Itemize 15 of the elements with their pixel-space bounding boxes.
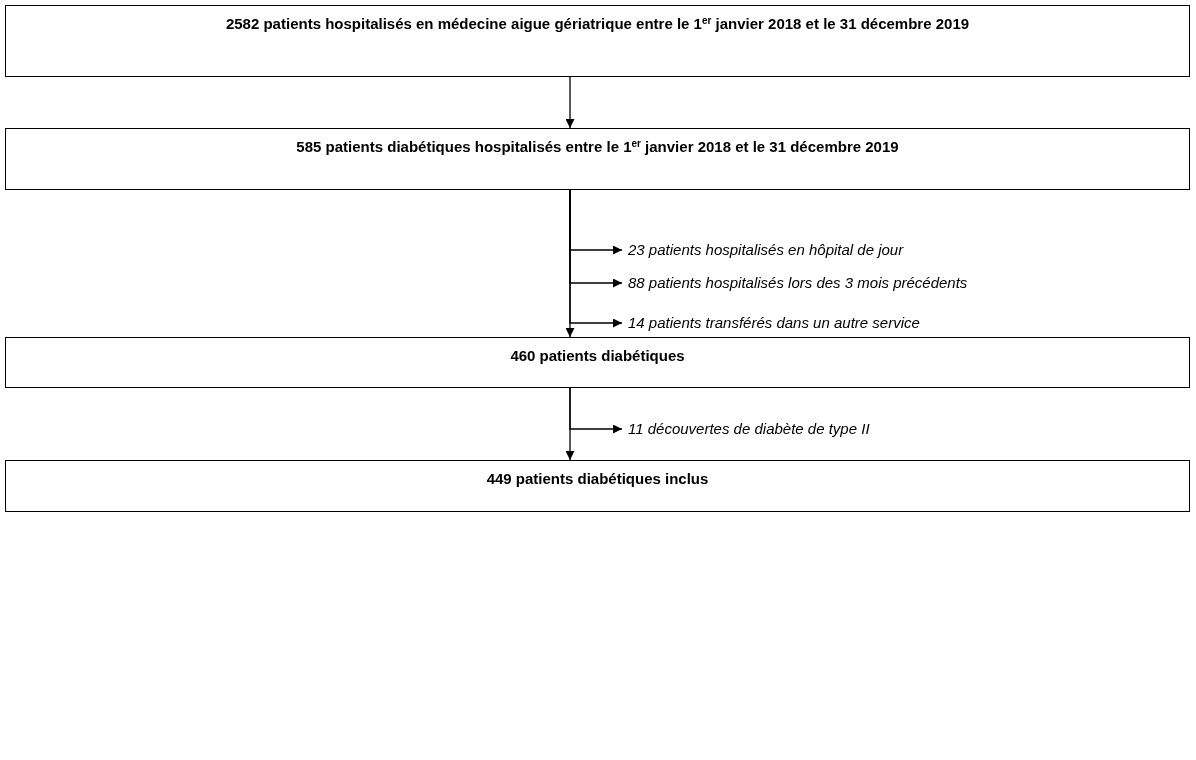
box-text: 449 patients diabétiques inclus — [486, 469, 709, 488]
exclusion-note: 14 patients transférés dans un autre service — [628, 311, 920, 335]
process-box — [5, 5, 1190, 77]
arrow — [565, 76, 575, 129]
exclusion-note: 11 découvertes de diabète de type II — [628, 417, 870, 441]
box-text: 585 patients diabétiques hospitalisés entre le 1$^{er}$ janvier 2018 et le 31 décembre 2019 — [296, 137, 899, 156]
process-box — [5, 337, 1190, 388]
box-text: 2582 patients hospitalisés en médecine aigue gériatrique entre le 1$^{er}$ janvier 2018 et le 31 décembre 2019 — [225, 14, 970, 33]
process-box — [5, 128, 1190, 190]
process-box — [5, 460, 1190, 512]
arrow — [565, 387, 575, 461]
exclusion-note: 88 patients hospitalisés lors des 3 mois précédents — [628, 271, 968, 295]
exclusion-note: 23 patients hospitalisés en hôpital de jour — [628, 238, 904, 262]
box-text: 460 patients diabétiques — [510, 346, 685, 365]
arrow — [565, 189, 575, 338]
